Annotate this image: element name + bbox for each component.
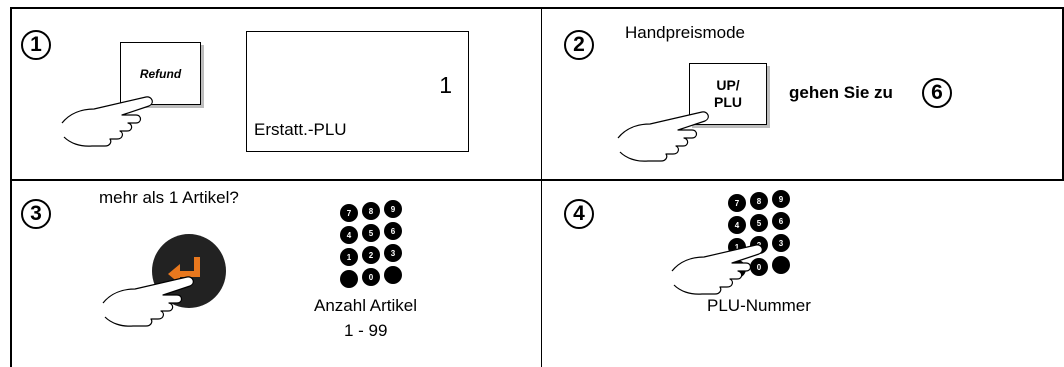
hand-pointer-icon bbox=[61, 96, 153, 147]
step-3-number: 3 bbox=[21, 199, 51, 229]
keypad-digit-9: 9 bbox=[779, 195, 784, 204]
keypad-dots bbox=[728, 190, 790, 278]
step-3-caption: mehr als 1 Artikel? bbox=[99, 188, 239, 207]
up-plu-key-line1: UP/ bbox=[716, 77, 740, 93]
keypad-digit-7: 7 bbox=[347, 209, 352, 218]
goto-step-number: 6 bbox=[922, 78, 952, 108]
step-3-label-line1: Anzahl Artikel bbox=[314, 296, 417, 315]
keypad-digit-4: 4 bbox=[735, 221, 740, 230]
keypad-digit-0: 0 bbox=[369, 273, 374, 282]
step-2-caption: Handpreismode bbox=[625, 23, 746, 42]
numeric-keypad-icon: 7 8 9 4 5 6 1 2 3 0 bbox=[340, 200, 402, 288]
hand-pointer-icon bbox=[617, 111, 709, 162]
keypad-digit-5: 5 bbox=[757, 219, 762, 228]
keypad-digit-6: 6 bbox=[391, 227, 396, 236]
keypad-digit-0: 0 bbox=[757, 263, 762, 272]
keypad-digit-6: 6 bbox=[779, 217, 784, 226]
keypad-digit-3: 3 bbox=[779, 239, 784, 248]
keypad-digit-9: 9 bbox=[391, 205, 396, 214]
step-3-label-line2: 1 - 99 bbox=[344, 321, 388, 340]
refund-key: Refund bbox=[120, 42, 201, 105]
keypad-digit-7: 7 bbox=[735, 199, 740, 208]
keypad-digit-5: 5 bbox=[369, 229, 374, 238]
frame-right bbox=[1062, 7, 1064, 180]
frame-left bbox=[10, 7, 12, 367]
frame-top bbox=[10, 7, 1064, 9]
keypad-digit-4: 4 bbox=[347, 231, 352, 240]
display-panel: 1 Erstatt.-PLU bbox=[246, 31, 469, 152]
numeric-keypad-icon: 7 8 9 4 5 6 1 2 3 0 bbox=[728, 190, 790, 278]
up-plu-key-line2: PLU bbox=[714, 94, 742, 110]
step-4-number: 4 bbox=[564, 199, 594, 229]
keypad-digit-1: 1 bbox=[347, 253, 352, 262]
refund-key-label: Refund bbox=[139, 66, 182, 81]
frame-column-divider bbox=[541, 7, 542, 367]
keypad-digit-3: 3 bbox=[391, 249, 396, 258]
step-4-label: PLU-Nummer bbox=[707, 296, 811, 315]
up-plu-key: UP/ PLU bbox=[689, 63, 767, 125]
display-text: Erstatt.-PLU bbox=[254, 120, 347, 139]
keypad-dots bbox=[340, 200, 402, 288]
step-1-number: 1 bbox=[21, 30, 51, 60]
display-value: 1 bbox=[439, 72, 452, 98]
hand-pointer-icon bbox=[671, 244, 763, 295]
goto-text: gehen Sie zu bbox=[789, 83, 893, 102]
keypad-digit-1: 1 bbox=[735, 243, 740, 252]
keypad-digit-2: 2 bbox=[369, 251, 374, 260]
frame-middle bbox=[10, 179, 1064, 181]
step-2-number: 2 bbox=[564, 30, 594, 60]
hand-pointer-icon bbox=[102, 276, 194, 327]
keypad-digit-8: 8 bbox=[757, 197, 762, 206]
keypad-digit-8: 8 bbox=[369, 207, 374, 216]
